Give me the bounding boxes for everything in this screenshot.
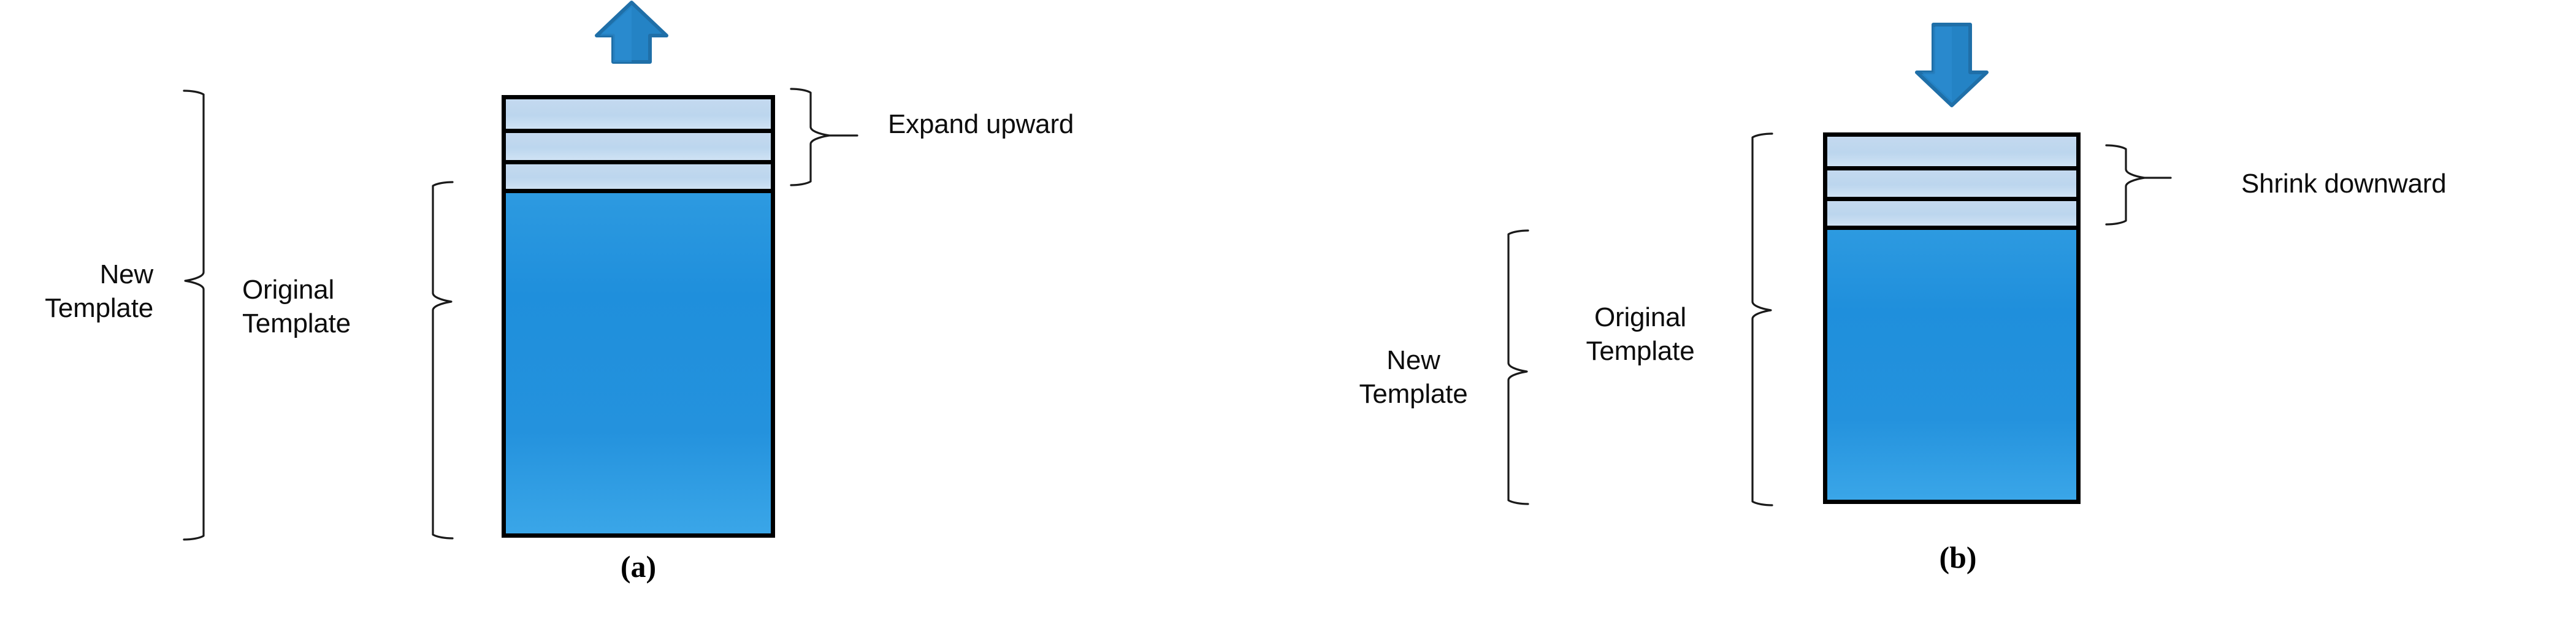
panel-b-new-template-bracket [1507,229,1529,505]
panel-b-original-template-label: Original Template [1586,302,1695,366]
panel-b-removed-band-3 [1827,201,2076,226]
panel-a-template-bar [502,95,775,538]
panel-b-removed-band-1 [1827,137,2076,166]
down-arrow-icon [1915,23,1989,107]
panel-a-expand-upward-label: Expand upward [888,109,1074,139]
panel-a-caption: (a) [620,549,657,584]
panel-a-added-band-1 [506,99,771,129]
panel-a-band-separator-3 [506,189,771,193]
panel-a-band-separator-1 [506,129,771,133]
panel-a-band-separator-2 [506,160,771,164]
panel-b-shrink-downward-bracket [2105,144,2172,226]
panel-a-added-band-2 [506,133,771,160]
panel-a-original-template-label: Original Template [242,275,351,338]
panel-b-band-separator-2 [1827,197,2076,201]
panel-b-new-template-label: New Template [1359,345,1468,409]
panel-a-expand-upward-bracket [790,88,858,186]
panel-b-new-template-band [1827,230,2076,500]
panel-b-band-separator-1 [1827,166,2076,170]
up-arrow-icon [595,1,668,64]
panel-a-original-template-bracket [432,181,454,540]
panel-b-original-template-bracket [1751,132,1773,506]
panel-a-new-template-label: New Template [45,259,153,323]
panel-b-template-bar [1823,132,2081,504]
panel-a-added-band-3 [506,164,771,189]
panel-b-caption: (b) [1939,540,1977,574]
panel-b-removed-band-2 [1827,170,2076,197]
panel-a-new-template-bracket [183,90,205,541]
panel-a-original-template-band [506,193,771,533]
panel-b-band-separator-3 [1827,226,2076,230]
panel-b-shrink-downward-label: Shrink downward [2241,169,2447,199]
